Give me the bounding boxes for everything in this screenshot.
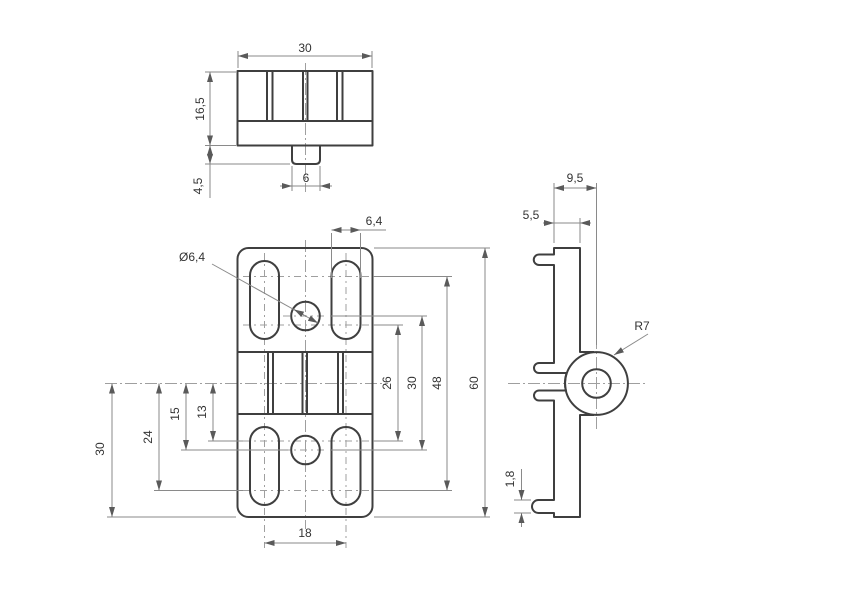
boss-circle — [564, 351, 629, 416]
dim-label-top-width: 30 — [298, 41, 312, 55]
slot-bottom-right — [330, 426, 362, 506]
front-view-body — [236, 247, 374, 518]
dim-label-boss-offset: 9,5 — [567, 171, 584, 185]
dim-label-slot-inner-span: 26 — [380, 376, 394, 390]
mounting-hole-bottom — [290, 434, 321, 466]
dim-label-slot-spacing: 18 — [298, 526, 312, 540]
dim-label-half-slot-outer: 24 — [141, 430, 155, 444]
dim-label-half-hole: 15 — [168, 407, 182, 421]
dim-label-tab-width: 6 — [303, 171, 310, 185]
dim-label-slot-width: 6,4 — [366, 214, 383, 228]
dim-label-top-height: 16,5 — [193, 97, 207, 121]
boss-hole — [581, 368, 612, 399]
top-view: 30 16,5 4,5 6 — [191, 41, 374, 198]
front-view: 6,4 Ø6,4 26 30 48 60 13 15 2 — [93, 214, 490, 548]
dim-label-plate-thickness: 5,5 — [523, 208, 540, 222]
dim-label-hole-span: 30 — [405, 376, 419, 390]
dim-label-pin-thickness: 1,8 — [503, 470, 517, 487]
dim-label-half-slot-inner: 13 — [195, 405, 209, 419]
dim-label-boss-radius: R7 — [634, 319, 650, 333]
leader-arrow-stub — [293, 309, 305, 317]
slot-top-left — [249, 260, 280, 340]
mounting-hole-top — [290, 300, 321, 332]
dim-label-half-height: 30 — [93, 442, 107, 456]
slot-top-right — [330, 260, 362, 340]
side-view: 9,5 5,5 R7 1,8 — [503, 171, 650, 527]
dim-label-slot-outer-span: 48 — [430, 376, 444, 390]
top-view-body — [236, 70, 374, 147]
leader-line-boss-radius — [613, 333, 649, 356]
top-view-tab — [291, 145, 321, 165]
dim-label-tab-height: 4,5 — [191, 177, 205, 194]
slot-bottom-left — [249, 426, 280, 506]
dim-label-total-height: 60 — [467, 376, 481, 390]
dim-label-hole-diameter: Ø6,4 — [179, 250, 205, 264]
